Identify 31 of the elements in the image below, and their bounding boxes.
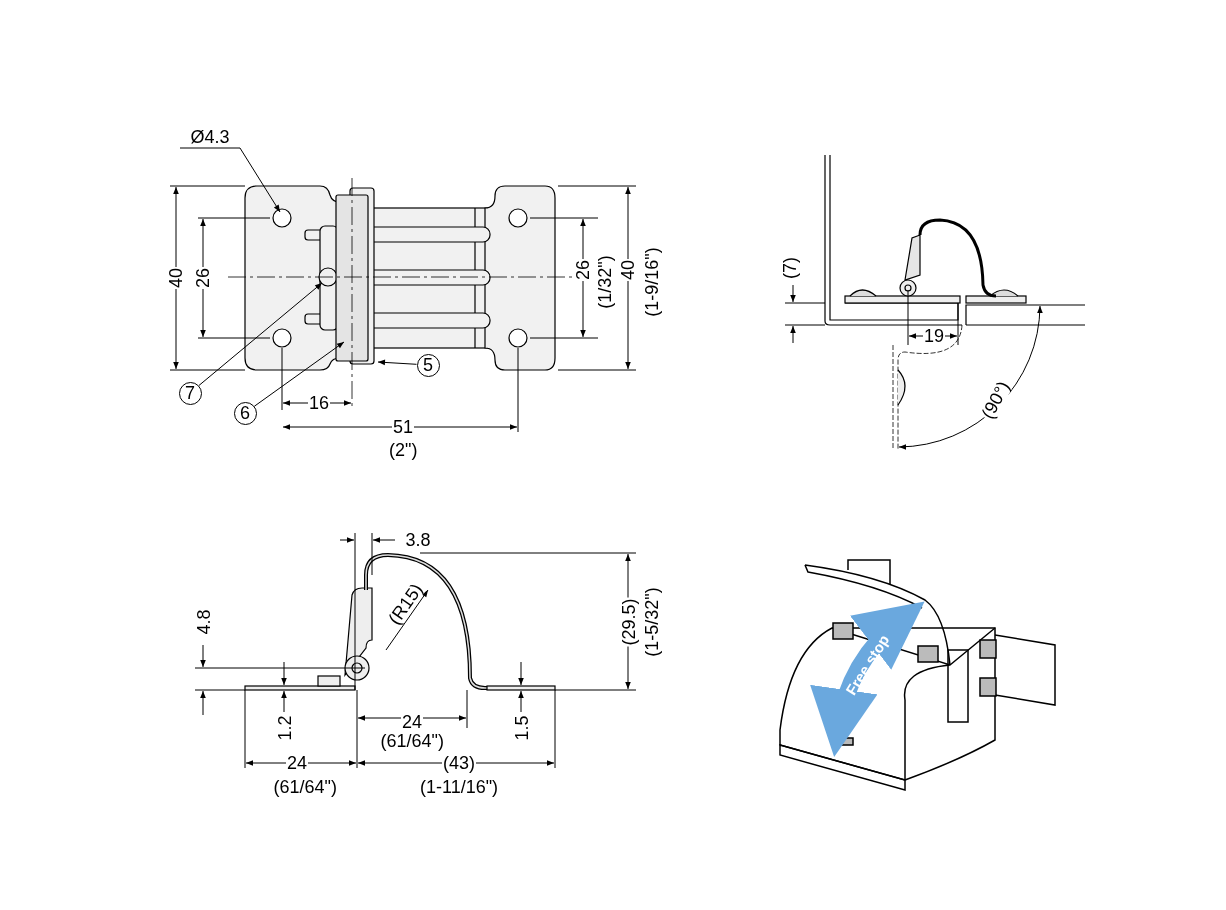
dimension-label: 24 — [401, 713, 424, 731]
dimension-label: 51 — [392, 418, 415, 436]
dimension-label: (1-11/16") — [419, 778, 500, 796]
callout-number: 7 — [178, 381, 202, 405]
leader-line — [253, 341, 345, 407]
dimension-label: 1.5 — [512, 714, 530, 742]
dimension-label: 24 — [286, 754, 309, 772]
leader-line — [179, 147, 281, 213]
dimension-label: 40 — [619, 259, 637, 281]
dimension-label: (1-9/16") — [642, 246, 661, 318]
dimension-label: 3.8 — [404, 531, 432, 549]
dimension-label: (43) — [442, 754, 476, 772]
dimension-label: (2") — [388, 441, 419, 459]
dimension-label: Ø4.3 — [190, 128, 230, 146]
callout-number: 5 — [416, 353, 440, 377]
dimension-label: 40 — [167, 267, 185, 289]
dimension-label: (1-5/32") — [642, 586, 661, 658]
dimension-label: 26 — [574, 259, 592, 281]
dimension-label: 19 — [923, 327, 946, 345]
leader-line — [198, 282, 323, 387]
leader-line — [377, 359, 417, 366]
dimension-label: 26 — [194, 267, 212, 289]
dimension-label: 4.8 — [194, 608, 212, 636]
dimension-label: (7) — [781, 256, 799, 280]
dimension-label: 16 — [308, 394, 331, 412]
dimension-label: (61/64") — [272, 778, 338, 796]
dimension-label: (61/64") — [379, 732, 445, 750]
callout-number: 6 — [233, 401, 257, 425]
dimension-label: (29.5) — [619, 597, 637, 647]
dimension-label: 1.2 — [275, 714, 293, 742]
dimension-label: (1/32") — [595, 254, 614, 310]
